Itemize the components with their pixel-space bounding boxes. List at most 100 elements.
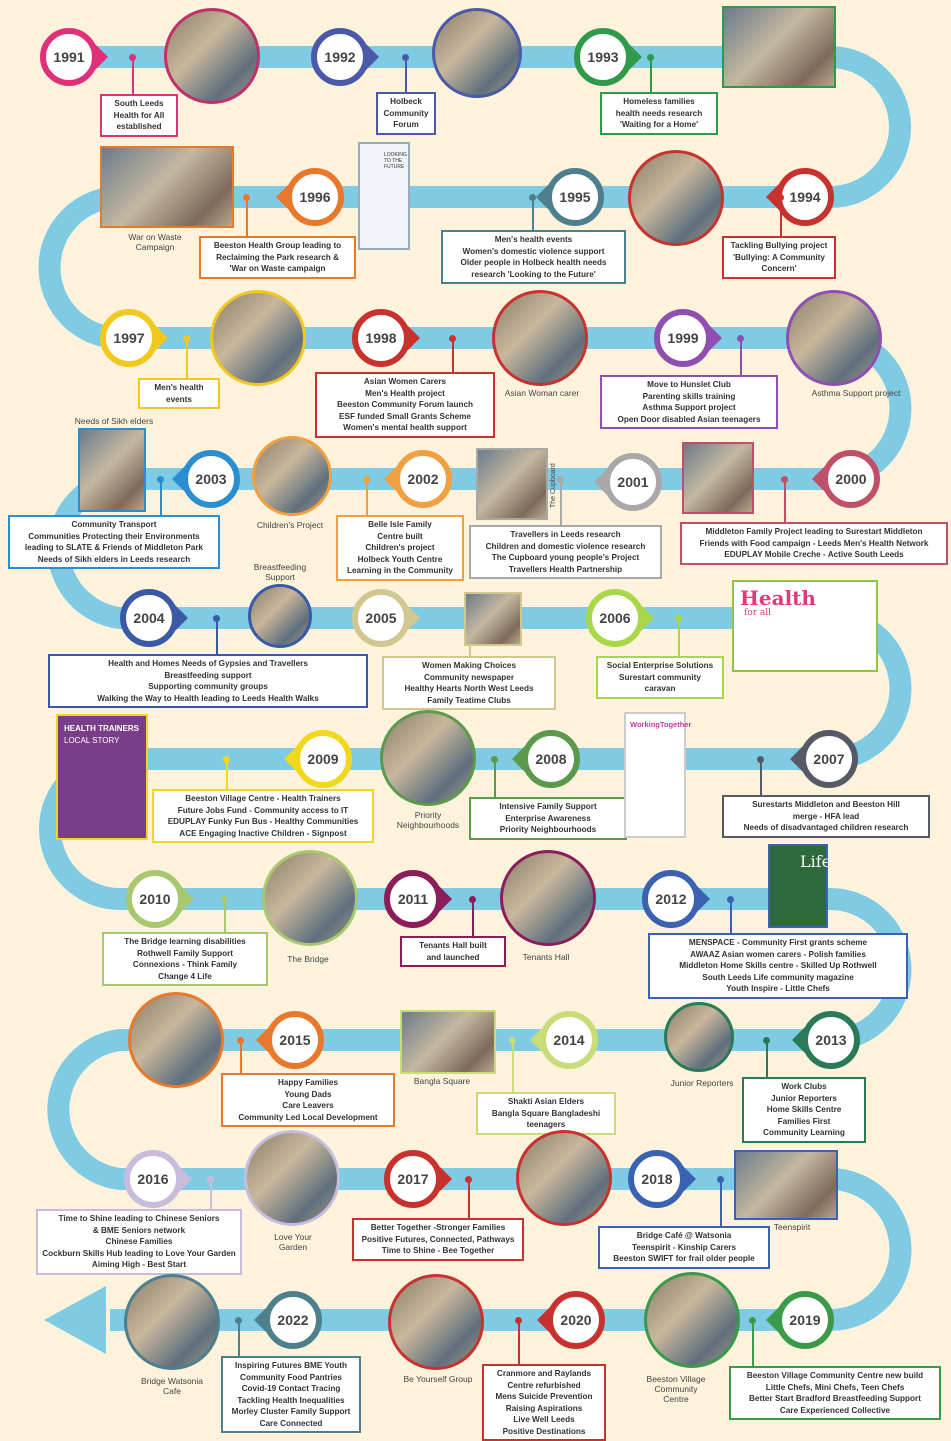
event-line: Chinese Families	[105, 1237, 173, 1246]
year-marker-2002: 2002	[394, 450, 452, 508]
photo-rect	[100, 146, 234, 228]
year-marker-2009: 2009	[294, 730, 352, 788]
photo-circle	[664, 1002, 734, 1072]
connector-dot	[223, 756, 230, 763]
event-line: Asian Women Carers	[363, 377, 447, 386]
year-marker-2019: 2019	[776, 1291, 834, 1349]
event-line: Centre refurbished	[507, 1380, 581, 1390]
connector-dot	[675, 615, 682, 622]
event-line: MENSPACE - Community First grants scheme	[688, 938, 868, 947]
event-line: South Leeds Life community magazine	[702, 972, 854, 982]
caption-bridge_watsonia: Bridge Watsonia Cafe	[140, 1376, 204, 1396]
event-line: Inspiring Futures BME Youth	[234, 1361, 348, 1370]
photo-circle	[516, 1130, 612, 1226]
connector-line	[760, 759, 762, 795]
photo-circle	[492, 290, 588, 386]
photo-rect	[734, 1150, 838, 1220]
photo-rect	[464, 592, 522, 646]
event-line: Middleton Family Project leading to Sure…	[705, 527, 923, 536]
year-marker-2013: 2013	[802, 1011, 860, 1069]
connector-line	[240, 1040, 242, 1073]
event-line: Parenting skills training	[642, 391, 736, 401]
year-marker-2020: 2020	[547, 1291, 605, 1349]
event-line: Supporting community groups	[148, 682, 268, 691]
life-magazine: Life	[768, 844, 832, 928]
event-line: ESF funded Small Grants Scheme	[339, 411, 471, 421]
photo-circle	[262, 850, 358, 946]
connector-dot	[777, 194, 784, 201]
year-marker-2016: 2016	[124, 1150, 182, 1208]
connector-line	[780, 197, 782, 236]
caption-bangla_square: Bangla Square	[413, 1076, 471, 1086]
connector-line	[405, 57, 407, 92]
photo-rect	[476, 448, 548, 520]
connector-line	[720, 1179, 722, 1226]
event-line: Homeless families	[623, 97, 695, 106]
poster-subtitle: for all	[744, 608, 772, 618]
event-line: Surestarts Middleton and Beeston Hill	[752, 800, 900, 809]
photo-rect	[682, 442, 754, 514]
connector-line	[216, 618, 218, 654]
caption-childrens_project: Children's Project	[256, 520, 324, 530]
event-line: The Cupboard young people's Project	[491, 553, 640, 562]
event-box-2012: MENSPACE - Community First grants scheme…	[648, 933, 908, 999]
event-line: Men's health events	[494, 235, 573, 244]
year-marker-1995: 1995	[546, 168, 604, 226]
connector-dot	[235, 1317, 242, 1324]
event-line: Communities Protecting their Environment…	[28, 531, 200, 541]
magazine-title: Life	[800, 852, 832, 871]
connector-line	[740, 338, 742, 375]
event-line: Older people in Holbeck health needs	[460, 258, 607, 267]
connector-dot	[449, 335, 456, 342]
event-box-2000: Middleton Family Project leading to Sure…	[680, 522, 948, 565]
connector-line	[210, 1179, 212, 1209]
event-line: Social Enterprise Solutions	[606, 661, 714, 670]
event-line: Children's project	[365, 543, 435, 552]
caption-junior_reporters: Junior Reporters	[670, 1078, 734, 1088]
event-line: Healthy Hearts North West Leeds	[404, 684, 534, 693]
event-line: Middleton Home Skills centre - Skilled U…	[679, 961, 877, 970]
year-marker-2015: 2015	[266, 1011, 324, 1069]
event-line: Health and Homes Needs of Gypsies and Tr…	[108, 659, 308, 668]
event-line: & BME Seniors network	[92, 1225, 186, 1235]
event-line: The Bridge learning disabilities	[124, 937, 246, 946]
event-line: Change 4 Life	[158, 971, 212, 981]
event-line: established	[116, 122, 162, 131]
event-line: Aiming High - Best Start	[91, 1260, 187, 1269]
photo-circle	[432, 8, 522, 98]
connector-line	[512, 1040, 514, 1092]
event-line: Bangla Square Bangladeshi	[491, 1108, 601, 1118]
event-line: events	[166, 394, 192, 404]
working-together-poster: WorkingTogether	[624, 712, 691, 838]
event-line: Tackling Health Inequalities	[237, 1395, 345, 1405]
event-line: Better Together -Stronger Families	[370, 1223, 506, 1232]
connector-line	[246, 197, 248, 236]
connector-dot	[757, 756, 764, 763]
connector-dot	[717, 1176, 724, 1183]
event-line: Cockburn Skills Hub leading to Love Your…	[42, 1248, 236, 1258]
connector-line	[560, 479, 562, 525]
event-line: Holbeck	[390, 97, 422, 106]
event-line: leading to SLATE & Friends of Middleton …	[24, 543, 204, 552]
connector-line	[226, 759, 228, 789]
cover-title: LOOKING TO THE FUTURE	[384, 152, 407, 170]
event-line: Work Clubs	[781, 1082, 827, 1091]
event-line: teenagers	[526, 1120, 566, 1129]
caption-war_on_waste: War on Waste Campaign	[128, 232, 182, 252]
event-line: Women Making Choices	[421, 661, 517, 670]
event-line: Beeston Village Centre - Health Trainers	[185, 794, 341, 803]
connector-dot	[469, 896, 476, 903]
looking-future-cover: LOOKING TO THE FUTURE	[358, 142, 410, 250]
event-line: Breastfeeding support	[164, 670, 252, 680]
year-marker-2017: 2017	[384, 1150, 442, 1208]
connector-line	[472, 899, 474, 936]
connector-dot	[737, 335, 744, 342]
